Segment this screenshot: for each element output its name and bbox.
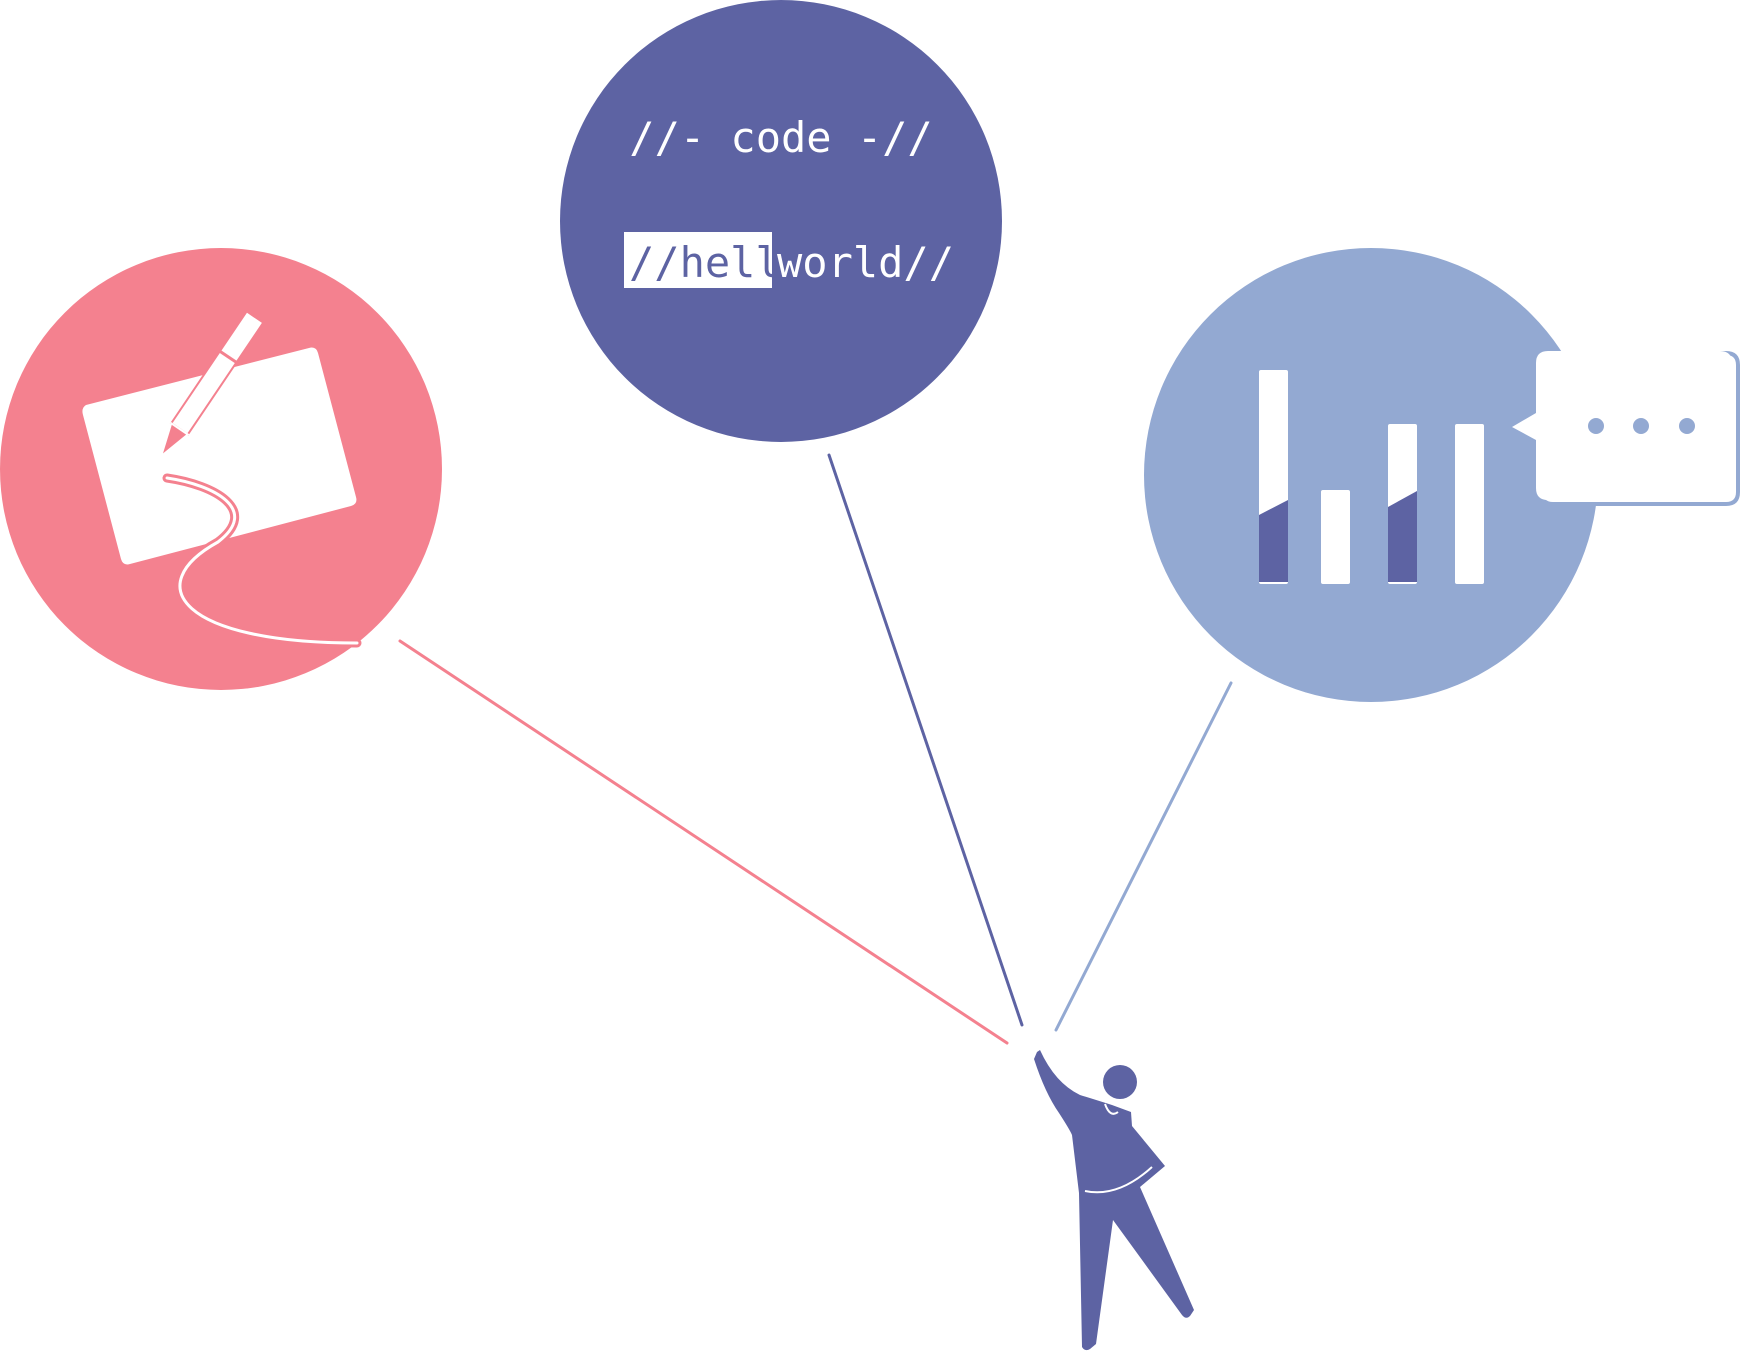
blue-balloon [1144,248,1740,702]
bar-2 [1321,490,1350,584]
typing-dot-1 [1588,418,1604,434]
bar-4 [1455,424,1484,584]
speech-bubble-icon [1509,351,1740,506]
blue-balloon-string [1054,681,1233,1032]
pink-balloon [0,248,442,690]
typing-dot-2 [1633,418,1649,434]
indigo-balloon-string [827,453,1024,1027]
person-figure [1034,1050,1194,1351]
indigo-balloon-circle [560,0,1002,442]
bar-chart-icon [1259,370,1484,584]
indigo-balloon: //- code -// //hello world// [560,0,1002,442]
person-body [1034,1050,1194,1351]
hello-highlight [624,232,772,288]
typing-dot-3 [1679,418,1695,434]
code-heading: //- code -// [629,113,932,162]
person-head [1103,1065,1137,1099]
world-text: world// [777,238,954,287]
hello-text: //hello [629,238,806,287]
pen-and-card-icon [82,310,362,648]
blue-balloon-circle [1144,248,1598,702]
pink-balloon-string [398,639,1009,1045]
